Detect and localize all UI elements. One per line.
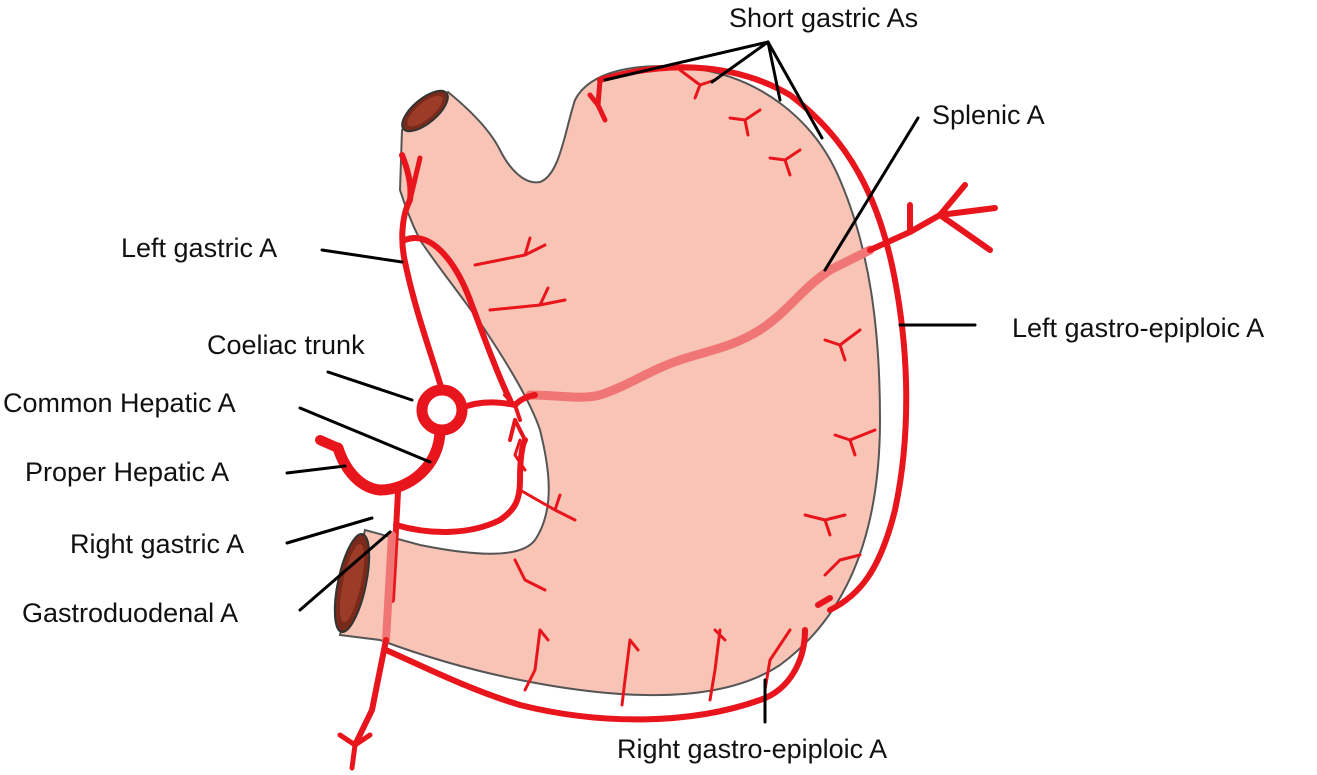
label-short-gastric: Short gastric As	[729, 3, 918, 33]
coeliac-trunk-vessel	[416, 384, 468, 436]
label-proper-hepatic: Proper Hepatic A	[25, 457, 229, 487]
leader-short-gastric-1	[603, 40, 770, 82]
splenic-artery-outside	[867, 182, 968, 253]
label-right-gastric: Right gastric A	[70, 529, 244, 559]
right-gastric-branches	[513, 438, 577, 522]
leader-splenic	[823, 116, 920, 272]
leader-coeliac	[326, 370, 414, 402]
label-left-gastric: Left gastric A	[121, 233, 277, 263]
label-right-gastro-epiploic: Right gastro-epiploic A	[617, 734, 887, 764]
label-common-hepatic: Common Hepatic A	[3, 388, 236, 418]
leader-common-hepatic	[298, 406, 432, 464]
right-gastric-artery	[393, 437, 528, 535]
oesophagus-rim	[407, 95, 443, 127]
coeliac-branch	[459, 392, 538, 411]
arteries	[315, 64, 998, 771]
common-hepatic-artery	[332, 424, 446, 496]
left-gastric-artery	[399, 152, 445, 393]
splenic-artery-through-stomach	[525, 245, 875, 402]
lesser-curvature-branches	[473, 236, 567, 312]
gastroduodenal-lower-fork	[337, 732, 373, 771]
label-splenic: Splenic A	[932, 100, 1045, 130]
short-gastric-branch-top	[587, 77, 608, 123]
leader-gastroduodenal	[298, 530, 392, 612]
left-gastro-epiploic-stub	[815, 595, 833, 608]
label-left-gastro-epiploic: Left gastro-epiploic A	[1012, 313, 1264, 343]
label-coeliac-trunk: Coeliac trunk	[207, 330, 365, 360]
splenic-artery-fork	[907, 202, 998, 253]
duodenum-rim	[339, 543, 365, 623]
leader-right-gastric	[285, 516, 374, 545]
leader-lines	[285, 40, 977, 724]
right-gastro-epiploic-artery	[383, 627, 808, 723]
stomach	[333, 65, 882, 697]
leader-proper-hepatic	[285, 464, 347, 475]
gastroduodenal-lower	[352, 637, 389, 748]
label-gastroduodenal: Gastroduodenal A	[22, 598, 238, 628]
greater-curvature-branches	[513, 68, 877, 707]
leader-left-gastric	[320, 248, 404, 264]
left-gastric-artery-top	[407, 155, 423, 203]
left-gastric-along-curvature	[402, 235, 513, 403]
leader-short-gastric-4	[766, 40, 824, 140]
leader-short-gastric-2	[710, 40, 770, 84]
gastroduodenal-through-duodenum	[382, 531, 396, 644]
stomach-outline	[338, 65, 882, 697]
leader-short-gastric-3	[766, 40, 782, 102]
labels: Short gastric As Splenic A Left gastric …	[3, 3, 1264, 764]
proper-hepatic-artery	[315, 435, 343, 453]
